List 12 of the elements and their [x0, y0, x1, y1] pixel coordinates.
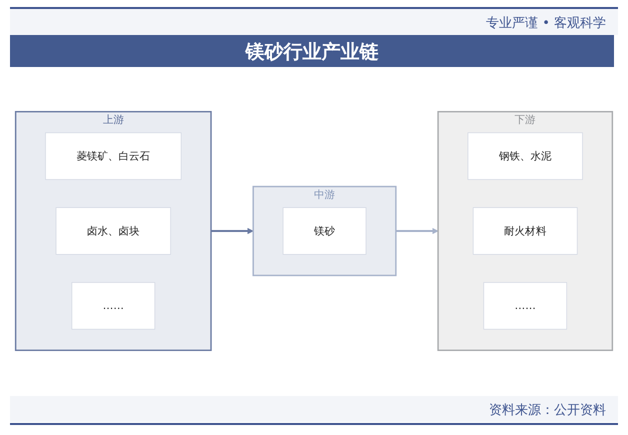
- node-box: 镁砂: [282, 207, 366, 255]
- node-box: ……: [72, 282, 156, 330]
- node-box: 卤水、卤块: [56, 207, 171, 255]
- node-box: 耐火材料: [472, 207, 578, 255]
- slogan-text: 专业严谨 • 客观科学: [486, 15, 606, 32]
- node-box: 菱镁矿、白云石: [45, 132, 182, 180]
- node-box: ……: [483, 282, 568, 330]
- arrow: [396, 228, 438, 234]
- node-box: 钢铁、水泥: [468, 132, 583, 180]
- title: 镁砂行业产业链: [244, 40, 380, 65]
- source-note: 资料来源：公开资料: [489, 402, 606, 419]
- arrow: [211, 228, 254, 234]
